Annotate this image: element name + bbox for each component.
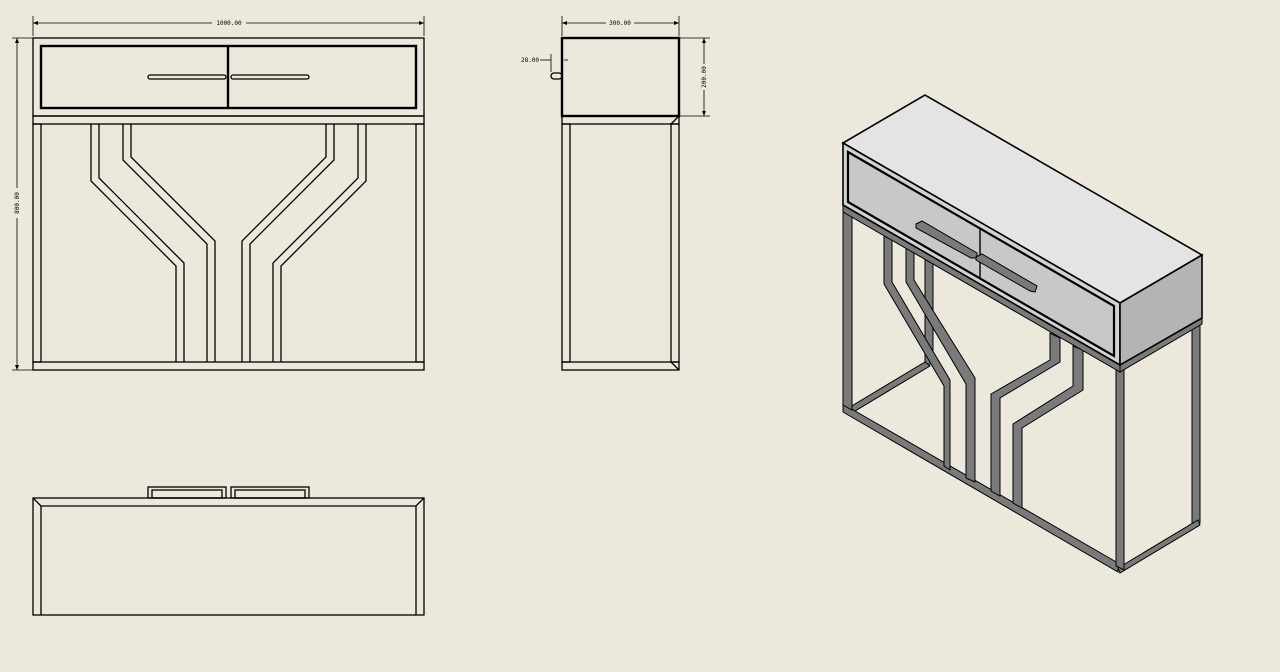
handle-dimension: 28.00 bbox=[521, 54, 568, 72]
y-frame-bars bbox=[90, 124, 367, 362]
width-dimension: 1000.00 bbox=[32, 16, 425, 36]
depth-dimension: 300.00 bbox=[561, 16, 680, 36]
iso-side-face bbox=[1119, 253, 1203, 367]
depth-dimension-label: 300.00 bbox=[609, 20, 631, 27]
side-view: 300.00 28.00 200.00 bbox=[521, 16, 710, 371]
iso-handle-right bbox=[975, 253, 1038, 293]
drawer-handle-right bbox=[230, 74, 310, 80]
width-dimension-label: 1000.00 bbox=[216, 20, 242, 27]
handle-dimension-label: 28.00 bbox=[521, 57, 539, 64]
front-view: 1000.00 800.00 bbox=[12, 16, 425, 371]
height-dimension-label: 800.00 bbox=[14, 192, 21, 214]
top-view bbox=[32, 486, 425, 616]
drawer-handle-left bbox=[147, 74, 227, 80]
box-height-dimension-label: 200.00 bbox=[701, 66, 708, 88]
height-dimension: 800.00 bbox=[12, 37, 33, 371]
box-height-dimension: 200.00 bbox=[679, 37, 710, 117]
isometric-view bbox=[841, 94, 1204, 574]
